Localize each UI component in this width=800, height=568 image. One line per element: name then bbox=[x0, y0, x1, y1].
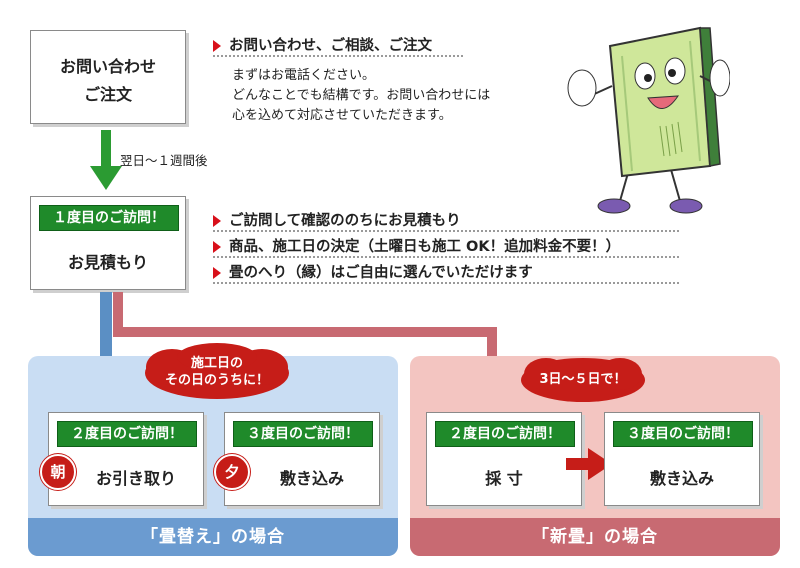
laying-label-right: 敷き込み bbox=[649, 469, 714, 488]
estimate-label: お見積もり bbox=[67, 253, 148, 272]
new-tatami-footer: 「新畳」の場合 bbox=[410, 518, 780, 556]
contact-heading: お問い合わせ、ご相談、ご注文 bbox=[213, 34, 432, 55]
replacement-footer: 「畳替え」の場合 bbox=[28, 518, 398, 556]
pickup-card: ２度目のご訪問！ お引き取り bbox=[48, 412, 204, 506]
estimate-box: １度目のご訪問！ お見積もり bbox=[30, 196, 186, 290]
evening-badge: 夕 bbox=[214, 454, 250, 490]
red-triangle-bullet-icon bbox=[213, 40, 221, 52]
contact-line-3: 心を込めて対応させていただきます。 bbox=[232, 108, 452, 123]
green-down-arrow-icon bbox=[90, 130, 122, 190]
cloud-line1: 施工日の bbox=[190, 356, 243, 371]
second-visit-tag: ２度目のご訪問！ bbox=[435, 421, 575, 447]
morning-badge: 朝 bbox=[40, 454, 76, 490]
laying-card-left: ３度目のご訪問！ 敷き込み bbox=[224, 412, 380, 506]
visit-note-1: ご訪問して確認ののちにお見積もり bbox=[213, 209, 461, 230]
visit-note-2-text: 商品、施工日の決定（土曜日も施工 OK！追加料金不要！） bbox=[229, 239, 621, 255]
red-triangle-bullet-icon bbox=[213, 215, 221, 227]
red-cloud-icon bbox=[521, 358, 645, 402]
first-visit-tag: １度目のご訪問！ bbox=[39, 205, 179, 231]
contact-heading-text: お問い合わせ、ご相談、ご注文 bbox=[229, 38, 432, 54]
red-triangle-bullet-icon bbox=[213, 267, 221, 279]
visit-note-3-text: 畳のへり（縁）はご自由に選んでいただけます bbox=[229, 265, 533, 281]
second-visit-tag: ２度目のご訪問！ bbox=[57, 421, 197, 447]
cloud-line2: その日のうちに！ bbox=[164, 373, 269, 388]
red-triangle-bullet-icon bbox=[213, 241, 221, 253]
measure-label: 採 寸 bbox=[485, 469, 523, 488]
inquiry-box: お問い合わせ ご注文 bbox=[30, 30, 186, 124]
divider bbox=[213, 55, 463, 57]
inquiry-line1: お問い合わせ bbox=[59, 57, 156, 76]
divider bbox=[213, 282, 679, 284]
cloud-right: 3日〜５日で！ bbox=[539, 372, 627, 387]
divider bbox=[213, 230, 679, 232]
contact-line-1: まずはお電話ください。 bbox=[232, 68, 376, 83]
laying-card-right: ３度目のご訪問！ 敷き込み bbox=[604, 412, 760, 506]
contact-line-2: どんなことでも結構です。お問い合わせには bbox=[232, 88, 491, 103]
pickup-label: お引き取り bbox=[95, 469, 176, 488]
laying-label-left: 敷き込み bbox=[279, 469, 344, 488]
inquiry-line2: ご注文 bbox=[83, 85, 132, 104]
third-visit-tag: ３度目のご訪問！ bbox=[233, 421, 373, 447]
red-cloud-icon bbox=[145, 343, 289, 399]
divider bbox=[213, 256, 679, 258]
red-right-arrow-icon bbox=[566, 448, 612, 480]
third-visit-tag: ３度目のご訪問！ bbox=[613, 421, 753, 447]
visit-note-1-text: ご訪問して確認ののちにお見積もり bbox=[229, 213, 461, 229]
tatami-mascot-icon bbox=[567, 26, 730, 214]
measure-card: ２度目のご訪問！ 採 寸 bbox=[426, 412, 582, 506]
visit-note-2: 商品、施工日の決定（土曜日も施工 OK！追加料金不要！） bbox=[213, 235, 620, 256]
visit-note-3: 畳のへり（縁）はご自由に選んでいただけます bbox=[213, 261, 533, 282]
arrow-label: 翌日〜１週間後 bbox=[120, 153, 208, 168]
